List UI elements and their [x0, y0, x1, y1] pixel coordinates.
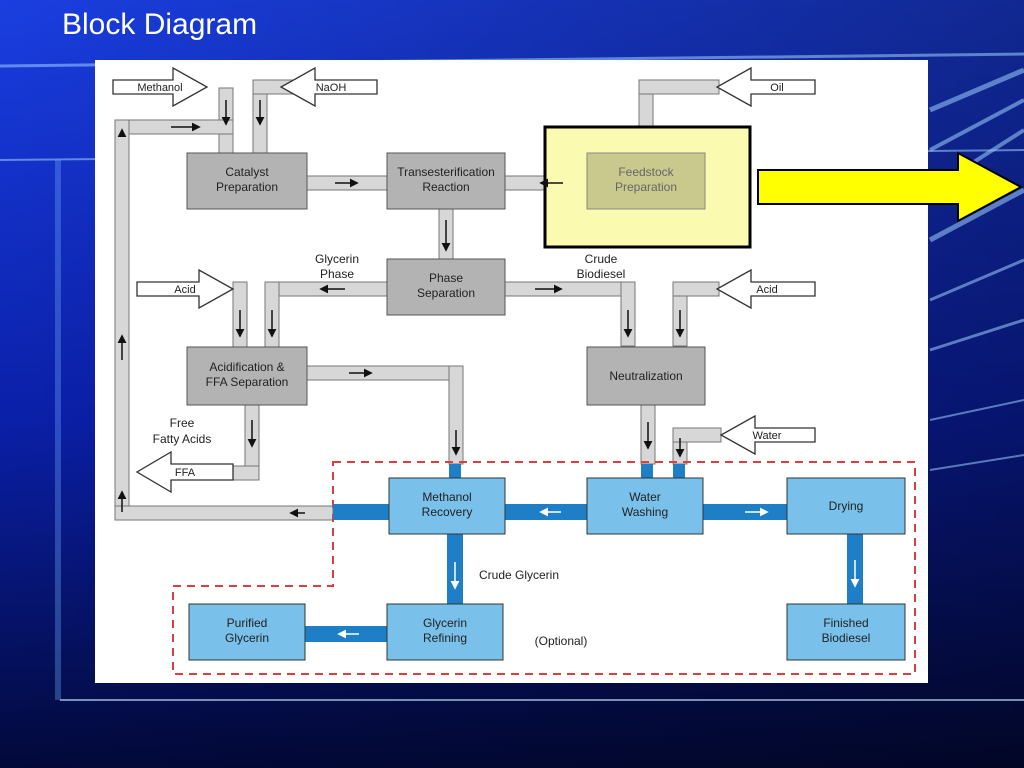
acid-left-input-arrow [136, 268, 235, 310]
oil-input-arrow [715, 66, 816, 108]
slide-title: Block Diagram [62, 8, 258, 41]
phase-separation-box [386, 258, 506, 316]
catalyst-preparation-line1: Catalyst [225, 165, 269, 179]
water-washing-line2: Washing [622, 505, 668, 519]
water-label: Water [753, 430, 782, 442]
flow-arrows [117, 100, 685, 518]
feedstock-preparation-box [586, 152, 706, 210]
transesterification-line2: Reaction [422, 180, 469, 194]
feedstock-preparation-line2: Preparation [615, 180, 677, 194]
neutralization-line1: Neutralization [609, 369, 682, 383]
input-arrows [112, 66, 816, 494]
drying-box [786, 477, 906, 535]
acidification-line2: FFA Separation [206, 375, 289, 389]
diagram-canvas: Methanol NaOH Oil Acid Acid Water FFA Ca… [112, 66, 916, 675]
naoh-input-arrow [279, 66, 378, 108]
acidification-box [186, 346, 308, 406]
crude-biodiesel-line1: Crude [585, 252, 618, 266]
drying-line1: Drying [829, 499, 864, 513]
catalyst-preparation-line2: Preparation [216, 180, 278, 194]
glycerin-refining-box [386, 603, 504, 661]
methanol-input-arrow [112, 66, 209, 108]
acid-right-input-arrow [715, 268, 816, 310]
phase-separation-line2: Separation [417, 286, 475, 300]
feedstock-preparation-line1: Feedstock [618, 165, 674, 179]
glycerin-refining-line1: Glycerin [423, 616, 467, 630]
water-washing-line1: Water [629, 490, 661, 504]
acid-right-label: Acid [756, 284, 777, 296]
transesterification-box [386, 152, 506, 210]
acid-left-label: Acid [174, 284, 195, 296]
methanol-recovery-box [388, 477, 506, 535]
optional-label: (Optional) [535, 634, 588, 648]
glycerin-refining-line2: Refining [423, 631, 467, 645]
water-input-arrow [719, 414, 816, 456]
glycerin-phase-line1: Glycerin [315, 252, 359, 266]
transesterification-line1: Transesterification [397, 165, 495, 179]
crude-glycerin-label: Crude Glycerin [479, 568, 559, 582]
acidification-line1: Acidification & [209, 360, 284, 374]
purified-glycerin-line2: Glycerin [225, 631, 269, 645]
purified-glycerin-box [188, 603, 306, 661]
biodiesel-block-diagram: Methanol NaOH Oil Acid Acid Water FFA Ca… [95, 60, 928, 683]
naoh-label: NaOH [316, 82, 347, 94]
phase-separation-line1: Phase [429, 271, 463, 285]
ffa-label: FFA [175, 467, 196, 479]
catalyst-preparation-box [186, 152, 308, 210]
crude-biodiesel-line2: Biodiesel [577, 267, 626, 281]
neutralization-box [586, 346, 706, 406]
purified-glycerin-line1: Purified [227, 616, 268, 630]
optional-region-border [172, 461, 916, 675]
methanol-label: Methanol [137, 82, 182, 94]
glycerin-phase-line2: Phase [320, 267, 354, 281]
finished-biodiesel-box [786, 603, 906, 661]
free-fatty-acids-line2: Fatty Acids [153, 432, 212, 446]
free-fatty-acids-line1: Free [170, 416, 195, 430]
water-washing-box [586, 477, 704, 535]
methanol-recovery-line2: Recovery [422, 505, 473, 519]
methanol-recovery-line1: Methanol [422, 490, 471, 504]
ffa-output-arrow [135, 450, 234, 494]
finished-biodiesel-line2: Biodiesel [822, 631, 871, 645]
callout-arrow [757, 151, 1024, 223]
oil-label: Oil [770, 82, 783, 94]
finished-biodiesel-line1: Finished [823, 616, 868, 630]
